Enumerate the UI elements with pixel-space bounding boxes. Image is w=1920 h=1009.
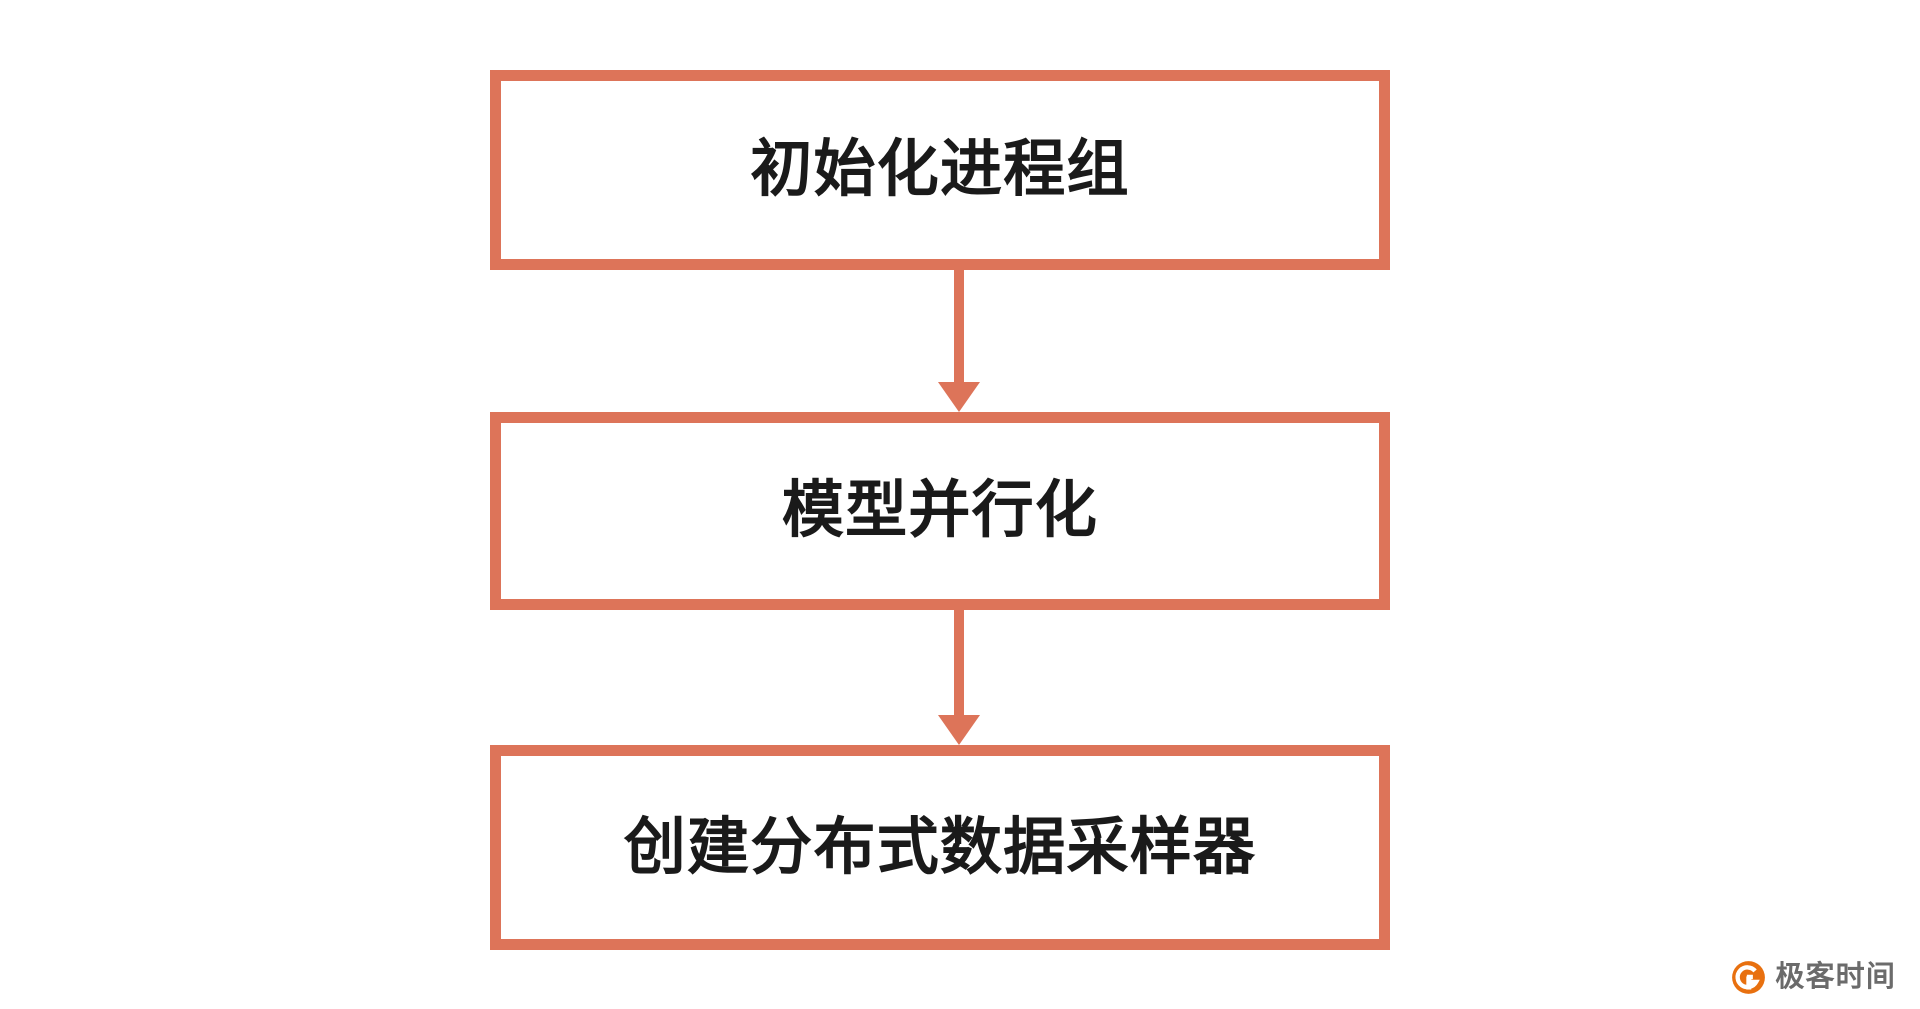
flow-node-2[interactable]: 模型并行化 bbox=[490, 412, 1390, 610]
flow-node-1-label: 初始化进程组 bbox=[750, 135, 1130, 204]
arrow-stem bbox=[954, 270, 964, 382]
connector-arrow-1 bbox=[938, 270, 980, 412]
watermark-label: 极客时间 bbox=[1775, 961, 1896, 993]
geektime-logo-icon bbox=[1732, 961, 1766, 994]
watermark: 极客时间 bbox=[1731, 960, 1896, 995]
flow-node-3-label: 创建分布式数据采样器 bbox=[623, 812, 1257, 882]
connector-arrow-2 bbox=[938, 610, 980, 745]
flow-node-3[interactable]: 创建分布式数据采样器 bbox=[490, 745, 1390, 950]
flow-node-2-label: 模型并行化 bbox=[781, 476, 1099, 545]
arrow-down-icon bbox=[938, 382, 980, 412]
flow-node-1[interactable]: 初始化进程组 bbox=[490, 70, 1390, 270]
arrow-down-icon bbox=[938, 715, 980, 745]
arrow-stem bbox=[954, 610, 964, 715]
